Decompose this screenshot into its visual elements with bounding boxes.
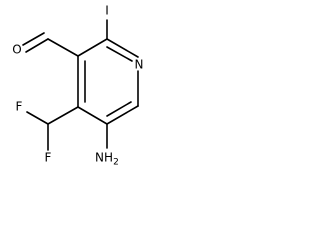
bond-aldehyde-oxygen-inner [22,32,45,46]
atom-oxygen: O [12,43,21,57]
bond-c2-n1 [106,38,139,58]
bond-c6-c5-inner [106,101,132,117]
bond-c2-n1-inner [106,46,133,62]
atom-iodine: I [105,4,109,18]
bond-c2-c3 [77,38,108,57]
atom-amine: NH [95,151,113,165]
bond-aldehyde-oxygen [25,38,49,53]
atom-fluorine-top: F [16,100,23,114]
atom-amine-subscript: 2 [113,158,119,168]
atom-fluorine-bottom: F [45,151,52,165]
bond-c3-aldehyde [47,38,79,57]
bond-c4-chf2 [47,106,79,125]
atom-nitrogen: N [135,58,144,72]
bond-chf2-f-top [26,111,49,125]
bond-c5-c4 [77,106,108,125]
bond-c6-c5 [106,105,139,125]
molecule-structure-diagram: I N O F F NH 2 [12,4,144,168]
